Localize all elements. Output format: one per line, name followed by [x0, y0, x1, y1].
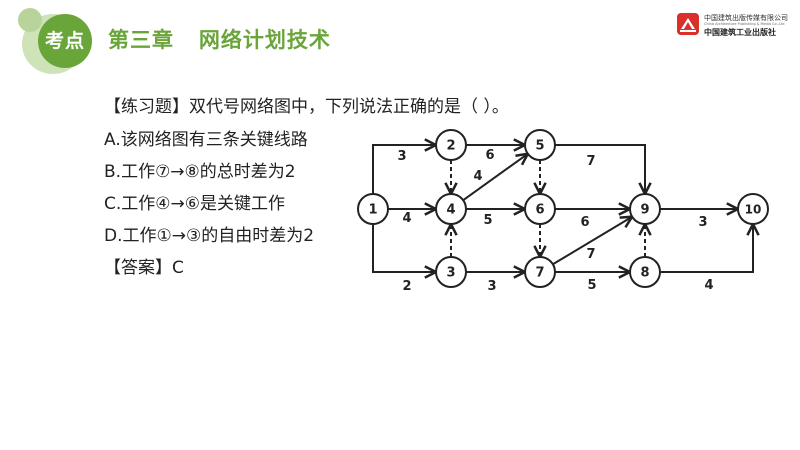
badge-label: 考点	[38, 14, 92, 68]
node-6: 6	[524, 193, 556, 225]
svg-text:8: 8	[640, 266, 649, 281]
svg-text:3: 3	[446, 266, 455, 281]
answer: 【答案】C	[104, 258, 184, 278]
publisher-name-press: 中国建筑工业出版社	[704, 27, 776, 37]
publisher-logo-block: 中国建筑出版传媒有限公司 China Architecture Publishi…	[676, 12, 796, 38]
node-9: 9	[629, 193, 661, 225]
activity-duration-label: 5	[587, 278, 596, 293]
node-5: 5	[524, 129, 556, 161]
activity-duration-label: 7	[586, 154, 595, 169]
node-3: 3	[435, 256, 467, 288]
svg-text:2: 2	[446, 139, 455, 154]
svg-text:9: 9	[640, 203, 649, 218]
svg-text:5: 5	[535, 139, 544, 154]
option-d: D.工作①→③的自由时差为2	[104, 226, 315, 246]
option-b: B.工作⑦→⑧的总时差为2	[104, 162, 296, 182]
badge-decor-dot	[18, 8, 42, 32]
activity-arrow	[555, 144, 645, 194]
activity-duration-label: 3	[397, 149, 406, 164]
svg-text:10: 10	[745, 203, 762, 217]
activity-arrow	[372, 145, 436, 194]
activity-duration-label: 6	[580, 215, 589, 230]
svg-text:6: 6	[535, 203, 544, 218]
svg-text:1: 1	[368, 203, 377, 218]
svg-text:4: 4	[446, 203, 455, 218]
option-a: A.该网络图有三条关键线路	[104, 130, 308, 150]
activity-duration-label: 4	[704, 278, 713, 293]
node-8: 8	[629, 256, 661, 288]
activity-duration-label: 7	[586, 247, 595, 262]
question-prompt: 【练习题】双代号网络图中，下列说法正确的是（ ）。	[104, 97, 509, 117]
node-4: 4	[435, 193, 467, 225]
chapter-title: 第三章 网络计划技术	[108, 28, 331, 52]
publisher-name-cn: 中国建筑出版传媒有限公司	[704, 14, 788, 22]
activity-duration-label: 4	[402, 211, 411, 226]
activity-duration-label: 5	[483, 213, 492, 228]
activity-arrow	[552, 217, 632, 266]
activity-duration-label: 4	[473, 169, 482, 184]
node-1: 1	[357, 193, 389, 225]
node-10: 10	[737, 193, 769, 225]
topic-badge: 考点	[14, 8, 94, 74]
publisher-logo-icon	[677, 13, 699, 35]
node-2: 2	[435, 129, 467, 161]
option-c: C.工作④→⑥是关键工作	[104, 194, 285, 214]
activity-duration-label: 6	[485, 148, 494, 163]
publisher-name-en: China Architecture Publishing & Media Co…	[704, 22, 785, 26]
node-7: 7	[524, 256, 556, 288]
activity-arrow	[372, 224, 436, 272]
activity-duration-label: 2	[402, 279, 411, 294]
activity-arrow	[660, 224, 753, 273]
activity-arrow	[462, 154, 528, 202]
svg-text:7: 7	[535, 266, 544, 281]
activity-duration-label: 3	[698, 215, 707, 230]
activity-duration-label: 3	[487, 279, 496, 294]
